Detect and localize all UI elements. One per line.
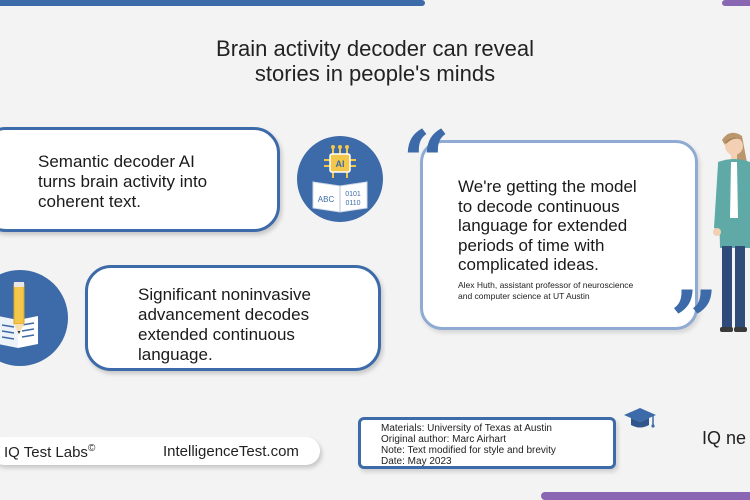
ai-chip-graphic: AI ABC 0101 0110 [312, 145, 368, 213]
quote-line: periods of time with [458, 235, 605, 255]
attribution-line: Alex Huth, assistant professor of neuros… [458, 280, 634, 290]
info-card-decoder-text: Semantic decoder AI turns brain activity… [38, 152, 258, 212]
woman-illustration [708, 128, 750, 343]
quote-attribution: Alex Huth, assistant professor of neuros… [458, 280, 683, 302]
text-line: coherent text. [38, 192, 142, 211]
quote-text: We're getting the model to decode contin… [458, 177, 683, 275]
bottom-accent-bar [541, 492, 750, 500]
top-accent-bar-purple [722, 0, 750, 6]
graduation-cap-graphic [624, 408, 656, 428]
ai-label: AI [336, 159, 345, 169]
graduation-cap-icon [622, 406, 658, 437]
text-line: Semantic decoder AI [38, 152, 195, 171]
iq-news-label: IQ ne [702, 428, 747, 448]
text-line: language. [138, 345, 213, 364]
pencil-notebook-graphic [0, 282, 38, 348]
quote-line: We're getting the model [458, 177, 637, 196]
brand-footer [0, 437, 320, 465]
title-line-2: stories in people's minds [254, 61, 496, 86]
info-card-advancement-text: Significant noninvasive advancement deco… [138, 285, 368, 365]
quote-open-icon: “ [402, 112, 451, 211]
materials-box: Materials: University of Texas at Austin… [358, 417, 616, 469]
quote-line: language for extended [458, 216, 628, 235]
materials-line: Materials: University of Texas at Austin [381, 423, 552, 434]
info-card-decoder: Semantic decoder AI turns brain activity… [0, 127, 280, 232]
pencil-notebook-icon [0, 270, 68, 366]
bits-label-2: 0110 [345, 200, 360, 207]
brand-name-text: IQ Test Labs [4, 444, 88, 461]
top-accent-bar [0, 0, 425, 6]
ai-chip-icon: AI ABC 0101 0110 [297, 136, 383, 222]
copyright-mark: © [87, 443, 96, 454]
text-line: turns brain activity into [38, 172, 208, 191]
woman-graphic [713, 132, 750, 332]
text-line: Significant noninvasive [138, 285, 311, 304]
quote-card [420, 140, 698, 330]
text-line: extended continuous [138, 325, 295, 344]
quote-close-icon: ” [670, 272, 719, 371]
bits-label-1: 0101 [345, 191, 361, 198]
abc-label: ABC [318, 195, 335, 204]
brand-website[interactable]: IntelligenceTest.com [163, 443, 299, 460]
text-line: advancement decodes [138, 305, 310, 324]
info-card-advancement: Significant noninvasive advancement deco… [85, 265, 381, 371]
title-line-1: Brain activity decoder can reveal [216, 36, 534, 61]
page-title: Brain activity decoder can reveal storie… [150, 36, 600, 86]
quote-line: to decode continuous [458, 196, 620, 216]
materials-text: Materials: University of Texas at Austin… [381, 423, 556, 467]
materials-line: Note: Text modified for style and brevit… [381, 445, 556, 456]
materials-line: Date: May 2023 [381, 456, 452, 467]
attribution-line: and computer science at UT Austin [458, 291, 590, 301]
materials-line: Original author: Marc Airhart [381, 434, 507, 445]
quote-line: complicated ideas. [458, 255, 599, 274]
brand-name: IQ Test Labs© [4, 443, 95, 461]
